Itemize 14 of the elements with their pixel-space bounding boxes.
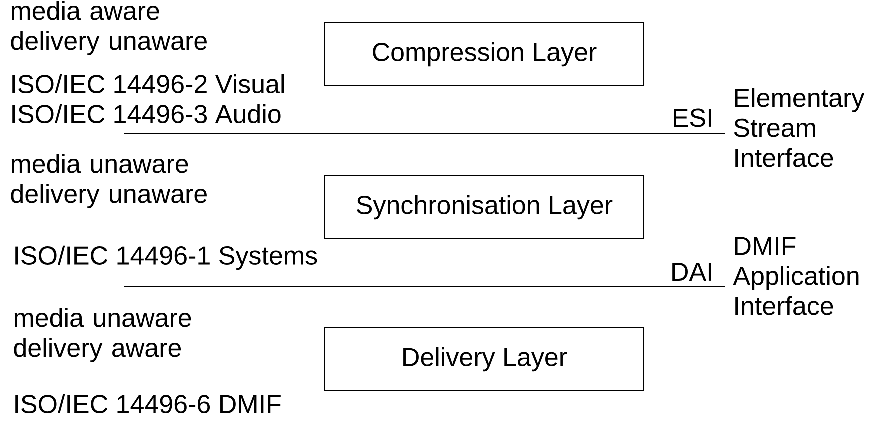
layer-box: Synchronisation Layer <box>324 176 644 240</box>
interface-name: Elementary Stream Interface <box>734 88 865 168</box>
standard-text: ISO/IEC 14496-1 Systems <box>16 246 318 270</box>
layer-property-text: media unaware delivery aware <box>14 308 192 362</box>
interface-name: DMIF Application Interface <box>733 237 859 316</box>
layer-property-text: media aware delivery unaware <box>11 1 207 56</box>
interface-abbreviation: ESI <box>674 108 712 128</box>
layer-box: Compression Layer <box>324 22 644 86</box>
interface-abbreviation: DAI <box>672 263 712 281</box>
layer-property-text: media unaware delivery unaware <box>11 154 207 208</box>
standard-text: ISO/IEC 14496-2 Visual <box>12 74 284 94</box>
standard-text: ISO/IEC 14496-3 Audio <box>12 104 281 124</box>
standard-text: ISO/IEC 14496-6 DMIF <box>16 394 281 414</box>
layer-box: Delivery Layer <box>324 328 644 392</box>
